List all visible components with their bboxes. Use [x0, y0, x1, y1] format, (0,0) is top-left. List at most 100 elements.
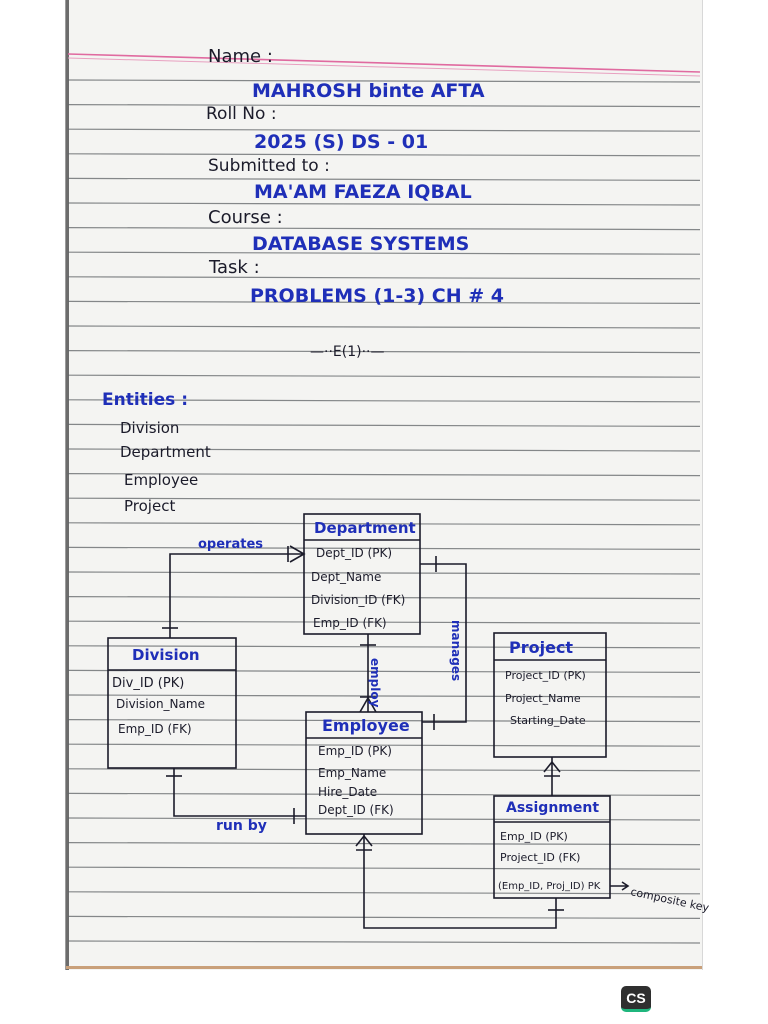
- employee-attr: Emp_ID (PK): [318, 744, 392, 758]
- department-attr: Dept_ID (PK): [316, 546, 392, 560]
- division-attr: Division_Name: [116, 697, 205, 711]
- camscanner-logo-text: CS: [626, 989, 646, 1006]
- employee-title: Employee: [322, 716, 410, 735]
- submitted-label: Submitted to :: [208, 156, 330, 176]
- entity-item: Division: [120, 419, 179, 437]
- run-by-relationship-line: [173, 768, 306, 817]
- ruled-line: [67, 251, 701, 255]
- ruled-line: [67, 743, 701, 747]
- manages-label: manages: [449, 620, 463, 681]
- division-title: Division: [132, 646, 200, 664]
- ruled-line: [67, 792, 701, 797]
- manages-relationship-line: [420, 563, 467, 723]
- name-value: MAHROSH binte AFTA: [252, 80, 485, 102]
- assignment-attr: Project_ID (FK): [500, 851, 580, 864]
- ruled-line: [67, 891, 701, 895]
- ruled-line: [67, 374, 701, 378]
- ruled-line: [67, 202, 701, 206]
- task-value: PROBLEMS (1-3) CH # 4: [250, 285, 504, 307]
- ruled-line: [67, 153, 701, 157]
- project-title: Project: [509, 638, 573, 657]
- header-block: Name : MAHROSH binte AFTA Roll No : 2025…: [206, 46, 504, 307]
- section-title: —⋅⋅E(1)⋅⋅—: [310, 344, 384, 360]
- ruled-line: [67, 276, 701, 280]
- division-entity-box: [107, 637, 237, 769]
- entity-item: Project: [124, 497, 175, 515]
- ruled-line: [67, 350, 701, 354]
- roll-value: 2025 (S) DS - 01: [254, 131, 428, 153]
- ruled-line: [67, 423, 701, 427]
- employ-label: employ: [368, 658, 382, 708]
- notebook-page: [66, 0, 702, 970]
- entities-list: Entities : Division Department Employee …: [102, 390, 211, 515]
- employee-assignment-line: [363, 834, 557, 929]
- ruled-line: [67, 841, 701, 846]
- ruled-line: [67, 718, 701, 723]
- ruled-line: [67, 448, 701, 452]
- project-entity-box: [493, 632, 607, 758]
- ruled-line: [67, 620, 701, 624]
- ruled-line: [67, 694, 701, 698]
- project-assignment-crowfoot: [543, 760, 561, 777]
- assignment-attr: (Emp_ID, Proj_ID) PK: [498, 881, 601, 892]
- project-attr: Project_Name: [505, 692, 581, 705]
- page-bottom-edge: [66, 966, 702, 969]
- erd-labels: Department Dept_ID (PK) Dept_Name Divisi…: [112, 519, 711, 915]
- ruled-line: [67, 571, 701, 575]
- ruled-line: [67, 79, 701, 83]
- composite-key-arrow: [610, 881, 630, 891]
- entities-heading: Entities :: [102, 390, 188, 410]
- department-entity-box: [303, 513, 421, 635]
- project-attr: Project_ID (PK): [505, 669, 586, 682]
- entity-item: Employee: [124, 471, 198, 489]
- ruled-line: [67, 399, 701, 403]
- ruled-line: [67, 817, 701, 821]
- ruled-line: [67, 227, 701, 231]
- operates-crowfoot: [287, 545, 306, 563]
- camscanner-logo: CS: [621, 986, 651, 1012]
- course-label: Course :: [208, 207, 283, 228]
- task-label: Task :: [208, 257, 260, 278]
- department-attr: Dept_Name: [311, 570, 381, 584]
- er-diagram: [107, 513, 630, 929]
- employee-attr: Dept_ID (FK): [318, 803, 394, 817]
- ruled-line: [67, 128, 701, 132]
- composite-key-label: composite key: [629, 885, 710, 914]
- top-margin-line: [67, 53, 701, 73]
- ruled-line: [67, 866, 701, 870]
- ruled-line: [67, 177, 701, 181]
- ruled-line: [67, 546, 701, 551]
- division-attr: Div_ID (PK): [112, 676, 184, 691]
- ruled-line: [67, 595, 701, 600]
- department-attr: Division_ID (FK): [311, 593, 405, 607]
- employee-assignment-crowfoot: [355, 834, 373, 851]
- run-by-label: run by: [216, 818, 267, 834]
- employee-attr: Emp_Name: [318, 766, 386, 780]
- name-label: Name :: [208, 46, 273, 67]
- ruled-line: [67, 645, 701, 649]
- ruled-line: [67, 300, 701, 304]
- ruled-line: [67, 940, 701, 944]
- operates-relationship-line: [169, 553, 304, 638]
- division-attr: Emp_ID (FK): [118, 722, 192, 736]
- department-title: Department: [314, 519, 416, 537]
- ruled-line: [67, 497, 701, 501]
- submitted-value: MA'AM FAEZA IQBAL: [254, 181, 472, 203]
- entity-item: Department: [120, 443, 211, 461]
- employee-attr: Hire_Date: [318, 785, 377, 799]
- ruled-line: [67, 473, 701, 477]
- ruled-line: [67, 522, 701, 526]
- ruled-line: [67, 915, 701, 920]
- roll-label: Roll No :: [206, 104, 277, 124]
- course-value: DATABASE SYSTEMS: [252, 233, 469, 255]
- project-attr: Starting_Date: [510, 714, 586, 727]
- employ-crowfoot: [359, 696, 377, 713]
- ruled-lines: [67, 79, 701, 944]
- top-margin-line-2: [67, 57, 701, 77]
- assignment-attr: Emp_ID (PK): [500, 830, 568, 843]
- operates-label: operates: [198, 537, 263, 552]
- assignment-title: Assignment: [506, 800, 599, 816]
- ruled-line: [67, 104, 701, 108]
- department-attr: Emp_ID (FK): [313, 616, 387, 630]
